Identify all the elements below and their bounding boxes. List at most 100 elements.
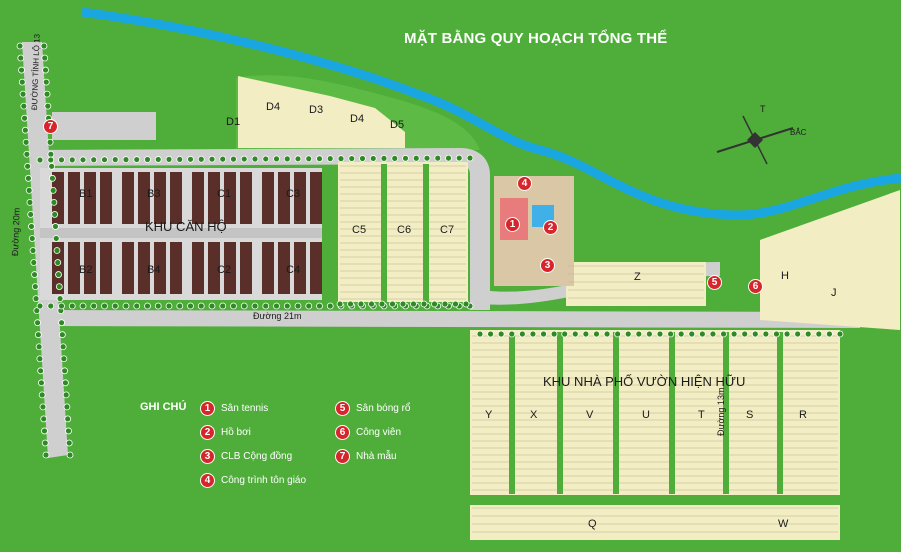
tree — [36, 156, 44, 164]
tree — [47, 302, 55, 310]
tree — [571, 330, 579, 338]
tree — [101, 302, 108, 310]
tree — [122, 156, 130, 164]
tree — [51, 211, 59, 218]
tree — [656, 330, 664, 338]
tree — [402, 154, 409, 162]
tree — [38, 379, 45, 387]
map-marker-religious[interactable]: 4 — [517, 176, 532, 191]
tree — [63, 403, 71, 411]
apartment-tower — [294, 242, 306, 294]
tree — [27, 211, 35, 218]
tree — [420, 300, 428, 308]
tree — [773, 330, 780, 338]
lots-bottom — [470, 505, 840, 540]
tree — [709, 330, 717, 338]
tree — [462, 300, 470, 308]
tree — [283, 155, 291, 163]
apartment-tower — [240, 242, 252, 294]
tree — [20, 102, 28, 110]
tree — [36, 302, 44, 310]
map-marker-park[interactable]: 6 — [748, 279, 763, 294]
tree — [37, 367, 45, 375]
road-north — [30, 148, 490, 310]
block-label: Q — [588, 518, 597, 530]
block-label: C2 — [217, 264, 232, 276]
tree — [762, 330, 770, 338]
road-label-left: Đường 20m — [10, 207, 22, 257]
tree — [273, 155, 280, 163]
tree — [487, 330, 494, 338]
lots-east-z — [566, 262, 706, 306]
lot-grid — [340, 164, 838, 533]
tree — [720, 330, 727, 338]
apartment-tower — [278, 242, 290, 294]
block-label: D5 — [390, 119, 405, 131]
map-marker-tennis[interactable]: 1 — [505, 217, 520, 232]
apartment-tower — [100, 172, 112, 224]
tree — [25, 174, 32, 182]
apartment-tower — [310, 242, 322, 294]
tree — [62, 379, 69, 387]
road-label-main: Đường 21m — [253, 311, 302, 321]
tree — [326, 302, 334, 310]
legend-label: CLB Cộng đồng — [221, 451, 293, 462]
tree — [176, 302, 184, 310]
tree — [399, 300, 407, 308]
tree — [197, 302, 205, 310]
tree — [176, 155, 184, 163]
tree — [187, 155, 194, 163]
tree — [56, 295, 64, 303]
tree — [39, 403, 47, 411]
tree — [262, 155, 270, 163]
tree — [54, 259, 62, 266]
marker-icon: 6 — [335, 425, 350, 440]
tree — [66, 451, 74, 459]
tree — [18, 78, 26, 86]
tree — [698, 330, 706, 338]
zone-label-apartments: KHU CĂN HỘ — [145, 219, 227, 234]
tree — [28, 235, 36, 242]
tree — [34, 331, 42, 339]
tree — [305, 302, 313, 310]
apartment-tower — [122, 242, 134, 294]
tree — [550, 330, 558, 338]
apartment-tower — [310, 172, 322, 224]
tree — [283, 302, 291, 310]
block-label: H — [781, 270, 789, 282]
tree — [455, 154, 463, 162]
apartment-tower — [224, 172, 236, 224]
tree — [48, 162, 56, 170]
map-marker-pool[interactable]: 2 — [543, 220, 558, 235]
lots-central — [338, 162, 468, 302]
map-marker-basketball[interactable]: 5 — [707, 275, 722, 290]
tree — [40, 415, 48, 423]
apartment-tower — [52, 172, 64, 224]
tree — [348, 155, 356, 162]
tree — [688, 330, 696, 338]
legend-label: Sân bóng rổ — [356, 403, 411, 414]
legend-label: Nhà mẫu — [356, 451, 397, 462]
map-marker-model-house[interactable]: 7 — [43, 119, 58, 134]
map-marker-club[interactable]: 3 — [540, 258, 555, 273]
lots-east-h — [760, 190, 900, 330]
block-label: D1 — [226, 116, 241, 128]
tree — [380, 154, 388, 162]
tree — [751, 330, 759, 338]
tree — [111, 156, 119, 164]
legend-label: Hồ bơi — [221, 427, 251, 438]
marker-icon: 4 — [200, 473, 215, 488]
apartment-tower — [122, 172, 134, 224]
tree — [677, 330, 685, 338]
tree — [826, 330, 833, 338]
tree — [389, 300, 396, 308]
tree — [336, 300, 344, 308]
apartment-tower — [170, 172, 182, 224]
apartment-towers — [52, 172, 322, 294]
marker-icon: 1 — [200, 401, 215, 416]
apartment-tower — [154, 172, 166, 224]
block-label: Z — [634, 271, 641, 283]
